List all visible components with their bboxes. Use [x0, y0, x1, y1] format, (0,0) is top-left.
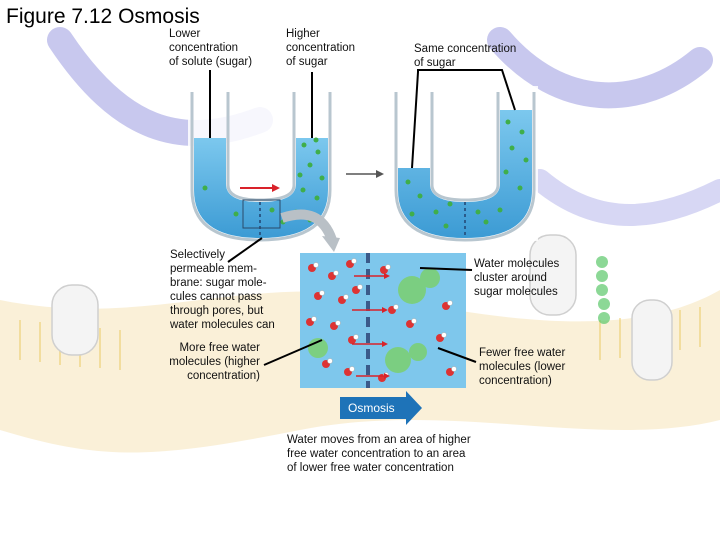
label-more-free-water: More free water molecules (higher concen…	[169, 342, 260, 382]
u-tube-right	[394, 92, 536, 242]
channel-proteins	[51, 234, 673, 381]
zoomed-membrane-view	[300, 253, 466, 388]
figure-title: Figure 7.12 Osmosis	[6, 5, 200, 28]
protein-strand	[487, 27, 713, 109]
label-lower-concentration: Lower concentration of solute (sugar)	[169, 28, 253, 68]
protein-strand	[529, 169, 720, 226]
label-higher-concentration: Higher concentration of sugar	[286, 28, 356, 68]
zoom-arrow	[280, 209, 337, 242]
label-fewer-free-water: Fewer free water molecules (lower concen…	[479, 347, 566, 387]
zoom-box	[242, 199, 281, 229]
osmosis-arrow	[340, 391, 422, 425]
sugar-molecules-right	[405, 119, 529, 229]
leader-lines	[209, 69, 516, 366]
label-water-cluster: Water molecules cluster around sugar mol…	[474, 258, 560, 298]
water-right-tube	[398, 110, 532, 238]
bead-chain	[596, 256, 610, 324]
transition-arrow	[346, 170, 384, 178]
flow-arrows-zoomed	[352, 275, 384, 377]
label-same-concentration: Same concentration of sugar	[414, 43, 517, 69]
sugar-molecules-left	[202, 137, 325, 225]
label-selectively-permeable-membrane: Selectively permeable mem- brane: sugar …	[170, 249, 275, 331]
caption: Water moves from an area of higher free …	[287, 434, 471, 474]
osmosis-label: Osmosis	[348, 401, 395, 415]
